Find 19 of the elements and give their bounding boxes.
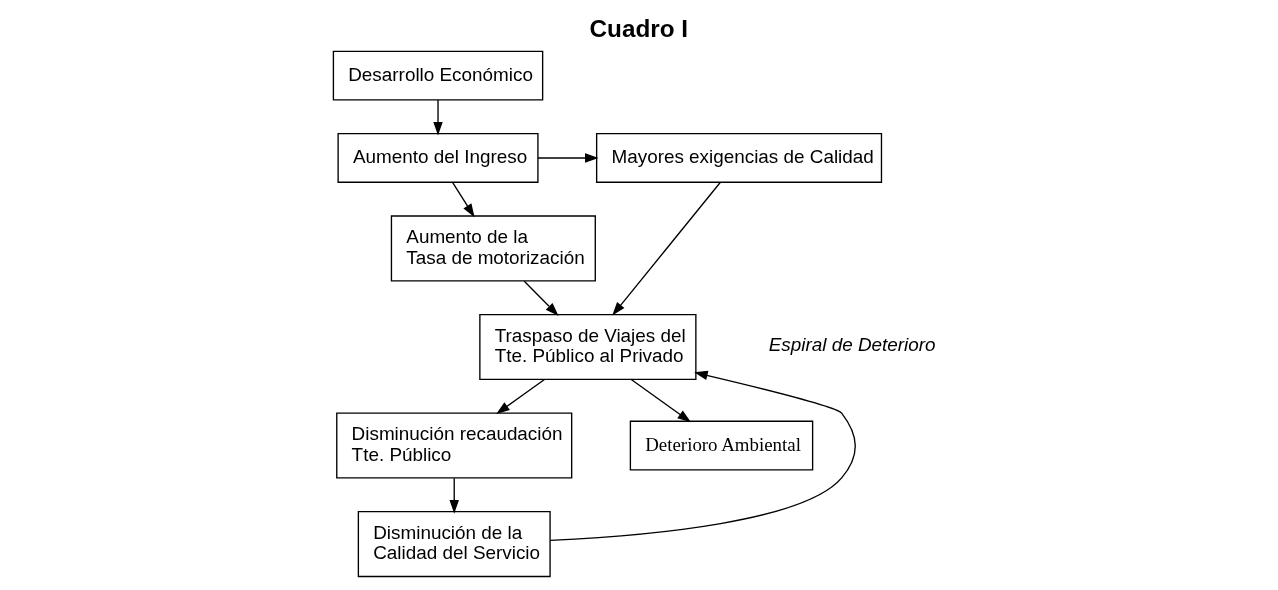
- arrow: [549, 370, 856, 542]
- node-box: Traspaso de Viajes del Tte. Público al Privado: [478, 313, 697, 381]
- node-box: Disminución recaudación Tte. Público: [335, 412, 572, 479]
- node-box: Aumento de la Tasa de motorización: [390, 215, 596, 282]
- node-box: Mayores exigencias de Calidad: [595, 133, 882, 183]
- node-box: Desarrollo Económico: [332, 50, 543, 101]
- arrow: [523, 280, 559, 316]
- node-box: Aumento del Ingreso: [336, 133, 539, 183]
- arrow: [495, 378, 545, 415]
- arrow: [449, 477, 459, 514]
- node-box: Disminución de la Calidad del Servicio: [357, 511, 551, 578]
- arrow: [611, 181, 721, 316]
- node-box: Deterioro Ambiental: [629, 420, 813, 471]
- arrow: [536, 153, 599, 163]
- diagram-title: Cuadro I: [589, 15, 688, 43]
- arrow: [451, 181, 475, 218]
- label: Espiral de Deterioro: [768, 333, 936, 355]
- arrow: [432, 99, 443, 136]
- arrow: [630, 378, 691, 423]
